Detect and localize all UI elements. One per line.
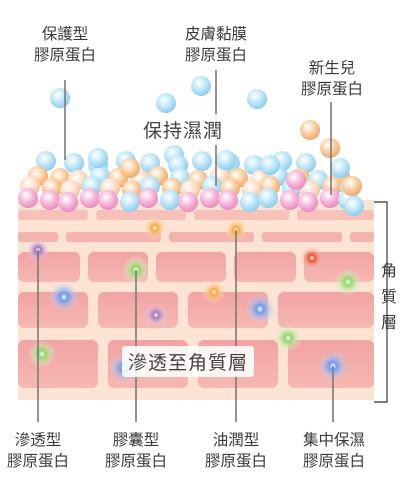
sphere-blue [330,158,350,178]
sphere-blue [258,188,278,208]
sphere-blue [64,153,84,173]
sphere-orange [300,120,320,140]
stratum-corneum-bracket [374,201,388,403]
label-line: 膠原蛋白 [104,452,167,470]
sphere-blue [296,153,316,173]
glow-blue [49,282,79,312]
label-skin-mucosa-collagen: 皮膚黏膜 膠原蛋白 [172,24,260,66]
label-capsule-collagen: 膠囊型 膠原蛋白 [98,430,174,472]
sphere-blue [192,151,212,171]
label-line: 集中保濕 [302,431,365,449]
sphere-pink [40,190,60,210]
label-char: 角 [380,261,397,280]
label-line: 膠原蛋白 [302,452,365,470]
sphere-blue [244,155,264,175]
sphere-blue [160,190,180,210]
sphere-blue [260,155,280,175]
sphere-blue [36,151,56,171]
glow-orange [202,280,226,304]
glow-green [28,340,56,368]
sphere-blue [156,93,176,113]
sphere-blue [50,88,70,108]
label-newborn-collagen: 新生兒 膠原蛋白 [293,58,371,100]
sphere-pink [320,188,340,208]
sphere-blue [216,150,236,170]
label-line: 滲透型 [14,431,62,449]
sphere-orange [320,138,340,158]
sphere-pink [298,192,318,212]
sphere-pink [218,190,238,210]
sphere-blue [344,196,364,216]
label-line: 膠原蛋白 [6,452,69,470]
glow-orange [143,216,167,240]
glow-red [300,246,324,270]
glow-green [274,324,302,352]
label-char: 質 [380,287,397,306]
sphere-blue [88,148,108,168]
label-line: 油潤型 [212,431,260,449]
sphere-pink [58,192,78,212]
sphere-pile [18,148,364,216]
label-line: 膠原蛋白 [184,46,247,64]
sphere-pink [286,170,306,190]
sphere-pink [138,188,158,208]
sphere-orange [120,158,140,178]
sphere-pink [280,190,300,210]
pointer-lines [37,70,334,422]
label-char: 層 [380,313,397,332]
sphere-pink [18,188,38,208]
label-line: 保護型 [41,25,89,43]
label-line: 膠原蛋白 [204,452,267,470]
sphere-blue [120,192,140,212]
keep-moist-banner: 保持濕潤 [137,114,230,145]
sphere-blue [191,76,211,96]
label-line: 膠囊型 [112,431,160,449]
sphere-orange [342,176,362,196]
sphere-pink [98,190,118,210]
penetrate-banner: 滲透至角質層 [122,346,255,377]
label-line: 膠原蛋白 [33,46,96,64]
glow-purple [144,303,168,327]
sphere-pink [200,188,220,208]
label-oil-moist-collagen: 油潤型 膠原蛋白 [198,430,274,472]
label-line: 膠原蛋白 [300,80,363,98]
glow-blue [245,294,275,324]
label-line: 新生兒 [308,59,356,77]
stratum-corneum-label: 角 質 層 [378,258,400,336]
sphere-pink [80,188,100,208]
sphere-blue [240,192,260,212]
sphere-pink [178,192,198,212]
label-protective-collagen: 保護型 膠原蛋白 [27,24,103,66]
label-penetrating-collagen: 滲透型 膠原蛋白 [0,430,76,472]
label-line: 皮膚黏膜 [184,25,247,43]
stratum-corneum-block [18,200,374,400]
glow-green [334,268,362,296]
sphere-blue [247,89,267,109]
label-focused-moist-collagen: 集中保濕 膠原蛋白 [294,430,374,472]
